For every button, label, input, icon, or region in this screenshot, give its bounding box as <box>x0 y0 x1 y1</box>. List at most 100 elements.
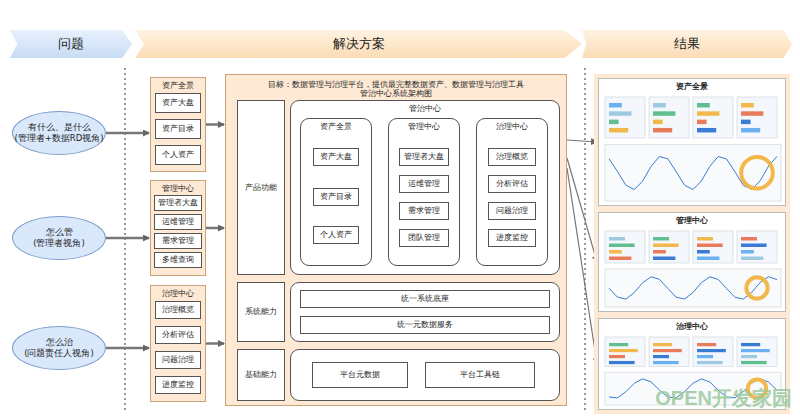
divider-line <box>585 68 586 412</box>
header-band: 问题 <box>10 30 132 58</box>
function-box: 分析评估 <box>488 175 536 193</box>
node-text: 需求管理 <box>408 206 440 215</box>
function-box: 多维查询 <box>154 252 202 268</box>
function-box: 资产目录 <box>313 188 359 206</box>
node-subtext: (管理者+数据RD视角) <box>14 133 103 144</box>
group-box: 资产全景资产大盘资产目录个人资产 <box>300 118 372 266</box>
function-box: 产品功能 <box>237 100 285 275</box>
function-box: 进度监控 <box>488 229 536 247</box>
function-box: 个人资产 <box>313 226 359 244</box>
group-box: 治理中心治理概览分析评估问题治理进度监控 <box>476 118 548 266</box>
flow-arrow <box>106 347 149 350</box>
node-text: 进度监控 <box>162 380 194 389</box>
node-text: 运维管理 <box>408 179 440 188</box>
node-text: 目标：数据管理与治理平台，提供最完整数据资产、数据管理与治理工具 <box>226 80 566 89</box>
node-text: 解决方案 <box>333 36 385 52</box>
function-box: 资产大盘 <box>313 148 359 166</box>
function-box: 资产大盘 <box>155 93 201 113</box>
module-panel: 治理中心治理概览分析评估问题治理进度监控 <box>150 285 206 402</box>
node-text: 运维管理 <box>162 217 194 226</box>
function-box: 需求管理 <box>399 202 449 220</box>
node-text: 结果 <box>674 36 700 52</box>
function-box: 进度监控 <box>155 376 201 394</box>
function-box: 问题治理 <box>155 351 201 369</box>
function-box: 平台元数据 <box>312 362 408 388</box>
flow-arrow <box>206 342 224 345</box>
function-box: 治理概览 <box>155 301 201 319</box>
function-box: 管理者大盘 <box>399 148 449 166</box>
header-band: 结果 <box>582 30 792 58</box>
node-text: 管理中心 <box>151 184 205 193</box>
solution-panel: 目标：数据管理与治理平台，提供最完整数据资产、数据管理与治理工具管治中心系统架构… <box>225 74 567 406</box>
node-text: 怎么治 <box>46 337 73 348</box>
node-text: 资产全景 <box>301 122 371 131</box>
function-box: 需求管理 <box>154 233 202 249</box>
function-box: 基础能力 <box>237 349 285 401</box>
node-text: 团队管理 <box>408 233 440 242</box>
flow-arrow <box>206 227 224 230</box>
node-text: 平台元数据 <box>340 370 380 379</box>
node-text: 管理中心 <box>389 122 459 131</box>
node-text: 资产全景 <box>151 81 205 90</box>
question-ellipse: 有什么、是什么(管理者+数据RD视角) <box>12 111 106 155</box>
dashboard-illustration <box>599 79 787 207</box>
node-text: 分析评估 <box>162 330 194 339</box>
node-text: 资产大盘 <box>162 98 194 107</box>
flow-arrow <box>106 237 149 240</box>
node-text: 基础能力 <box>245 370 277 379</box>
node-text: 治理中心 <box>477 122 547 131</box>
node-text: 管理中心 <box>673 216 711 225</box>
node-text: 治理中心 <box>151 289 205 298</box>
function-box: 个人资产 <box>155 145 201 165</box>
function-box: 系统能力 <box>237 282 285 342</box>
node-text: 资产全景 <box>673 82 711 91</box>
node-text: 个人资产 <box>320 230 352 239</box>
node-text: 多维查询 <box>162 255 194 264</box>
node-text: 问题 <box>58 36 84 52</box>
header-band: 解决方案 <box>135 30 582 58</box>
question-ellipse: 怎么治(问题责任人视角) <box>12 326 106 370</box>
function-box: 团队管理 <box>399 229 449 247</box>
function-box: 管理者大盘 <box>154 195 202 211</box>
node-subtext: (管理者视角) <box>33 238 85 249</box>
question-ellipse: 怎么管(管理者视角) <box>12 216 106 260</box>
node-text: 分析评估 <box>496 179 528 188</box>
node-text: 统一系统底座 <box>401 294 449 303</box>
function-box: 资产目录 <box>155 119 201 139</box>
function-box: 分析评估 <box>155 326 201 344</box>
function-box: 平台工具链 <box>425 362 535 388</box>
node-text: 个人资产 <box>162 150 194 159</box>
node-text: 资产目录 <box>162 124 194 133</box>
node-text: 平台工具链 <box>460 370 500 379</box>
result-screenshot: 资产全景 <box>598 78 786 206</box>
group-box: 管治中心资产全景资产大盘资产目录个人资产管理中心管理者大盘运维管理需求管理团队管… <box>290 100 560 275</box>
node-text: 问题治理 <box>496 206 528 215</box>
flow-arrow <box>106 132 149 135</box>
module-panel: 管理中心管理者大盘运维管理需求管理多维查询 <box>150 180 206 276</box>
node-text: 有什么、是什么 <box>28 122 91 133</box>
flow-arrow <box>567 140 597 142</box>
dashboard-illustration <box>599 213 787 313</box>
watermark: OPEN开发家园 <box>655 385 792 412</box>
function-box: 治理概览 <box>488 148 536 166</box>
node-text: 资产大盘 <box>320 152 352 161</box>
node-text: 产品功能 <box>245 183 277 192</box>
flow-arrow <box>567 158 597 262</box>
node-text: 问题治理 <box>162 355 194 364</box>
node-text: 进度监控 <box>496 233 528 242</box>
node-text: 需求管理 <box>162 236 194 245</box>
flow-arrow <box>206 123 224 126</box>
function-box: 运维管理 <box>154 214 202 230</box>
divider-line <box>125 68 126 412</box>
function-box: 运维管理 <box>399 175 449 193</box>
node-text: 治理概览 <box>162 305 194 314</box>
node-text: 管理者大盘 <box>404 152 444 161</box>
node-text: 治理中心 <box>673 322 711 331</box>
module-panel: 资产全景资产大盘资产目录个人资产 <box>150 77 206 172</box>
node-text: 统一元数据服务 <box>397 320 453 329</box>
node-text: 治理概览 <box>496 152 528 161</box>
node-text: 管理者大盘 <box>158 198 198 207</box>
node-subtext: (问题责任人视角) <box>24 348 94 359</box>
node-text: 资产目录 <box>320 192 352 201</box>
